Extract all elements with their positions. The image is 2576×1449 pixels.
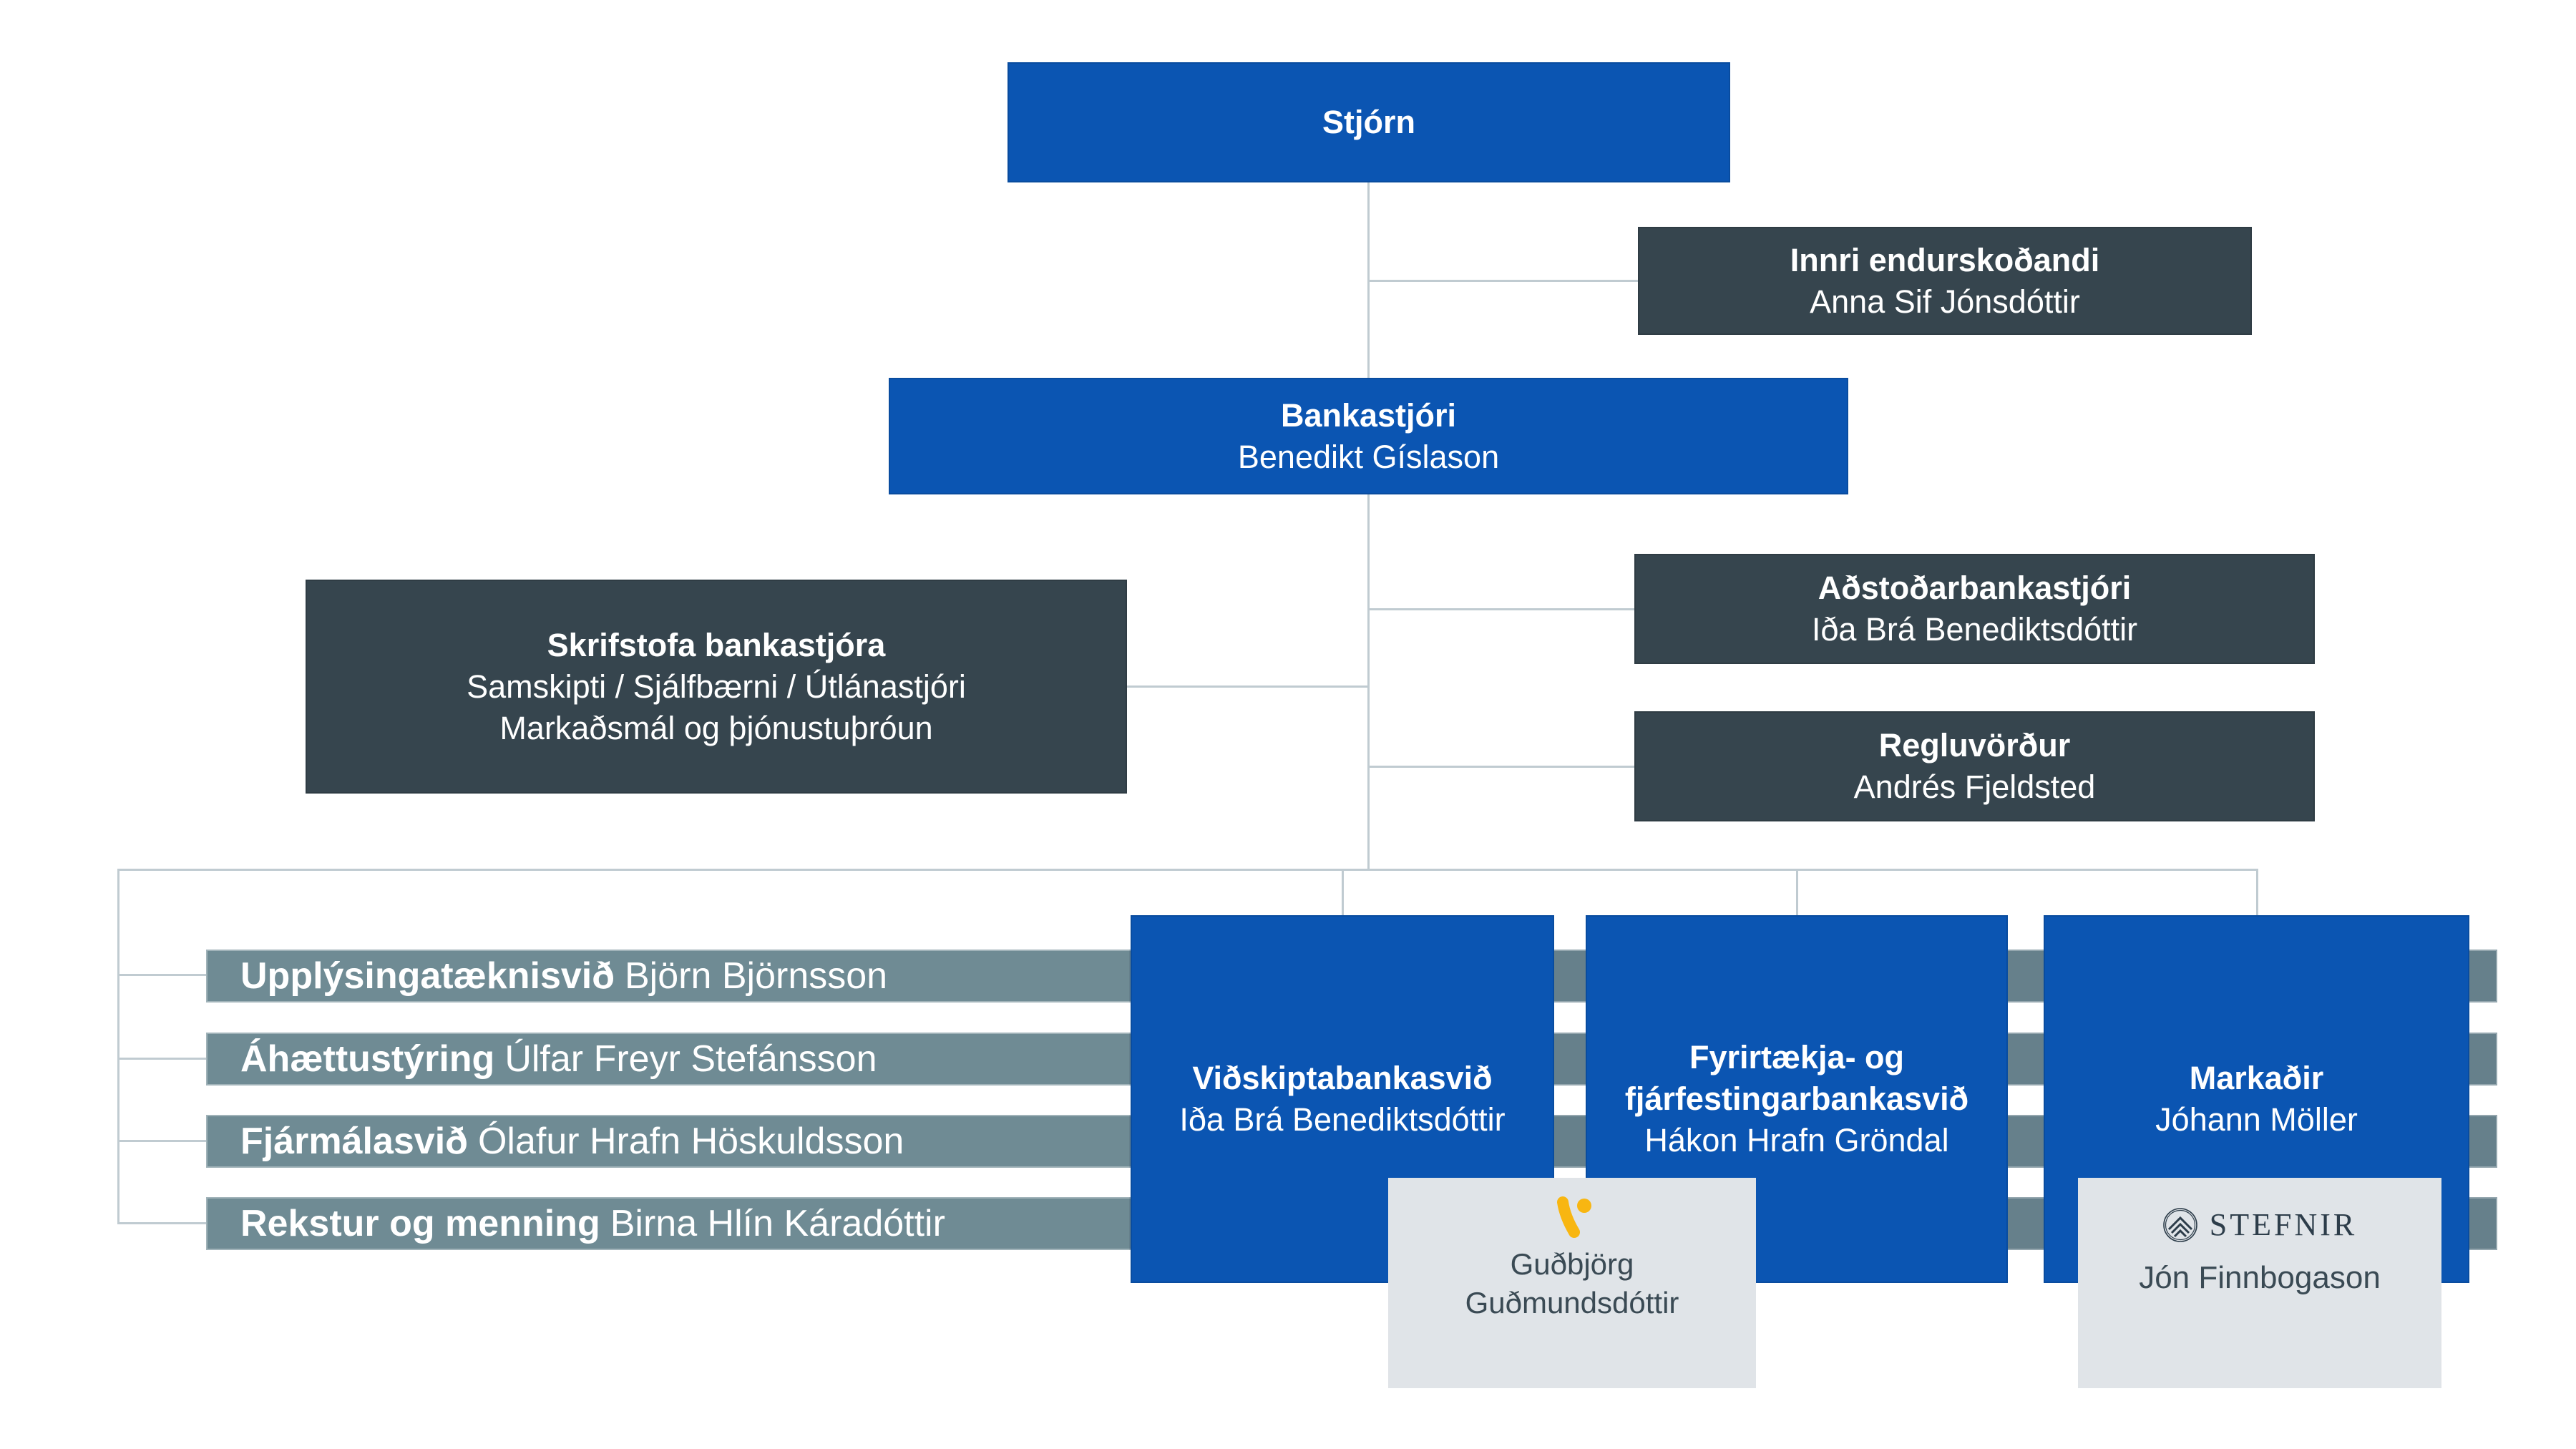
node-person: Hákon Hrafn Gröndal	[1644, 1122, 1949, 1158]
division-title: Upplýsingatæknisvið	[240, 955, 615, 997]
connector-board-to-ceo	[1367, 182, 1370, 869]
connector-compliance-officer	[1367, 766, 1636, 768]
support-division-bar-it: Upplýsingatæknisvið Björn Björnsson	[206, 950, 1129, 1002]
subsidiary-person-line2: Guðmundsdóttir	[1465, 1286, 1679, 1319]
node-compliance-officer: Regluvörður Andrés Fjeldsted	[1634, 711, 2315, 821]
connector-drop-retail	[1342, 869, 1344, 916]
node-title: Markaðir	[2189, 1060, 2324, 1096]
stefnir-logo: STEFNIR	[2162, 1206, 2357, 1243]
connector-deputy-ceo	[1367, 608, 1636, 610]
node-subtitle-2: Markaðsmál og þjónustuþróun	[499, 709, 933, 746]
node-title: Skrifstofa bankastjóra	[547, 626, 886, 663]
node-board: Stjórn	[1008, 62, 1730, 182]
division-head: Ólafur Hrafn Höskuldsson	[477, 1121, 904, 1162]
stefnir-emblem-icon	[2162, 1207, 2197, 1242]
division-head: Úlfar Freyr Stefánsson	[504, 1038, 877, 1080]
node-ceo-office: Skrifstofa bankastjóra Samskipti / Sjálf…	[306, 580, 1127, 794]
node-title: Viðskiptabankasvið	[1192, 1060, 1493, 1096]
connector-support-stub-3	[117, 1140, 208, 1142]
node-title: Regluvörður	[1878, 727, 2071, 763]
vordur-logo-icon	[1557, 1196, 1591, 1238]
node-retail-banking: Viðskiptabankasvið Iða Brá Benediktsdótt…	[1131, 915, 1554, 1283]
division-title: Áhættustýring	[240, 1038, 495, 1080]
stefnir-wordmark: STEFNIR	[2209, 1207, 2358, 1242]
subsidiary-person-line1: Guðbjörg	[1510, 1247, 1634, 1281]
node-title: Stjórn	[1322, 104, 1415, 140]
node-internal-auditor: Innri endurskoðandi Anna Sif Jónsdóttir	[1638, 227, 2252, 335]
connector-internal-auditor	[1367, 280, 1639, 282]
node-person: Andrés Fjeldsted	[1853, 769, 2096, 805]
node-title: Aðstoðarbankastjóri	[1818, 570, 2132, 606]
connector-support-stub-4	[117, 1222, 208, 1224]
node-person: Anna Sif Jónsdóttir	[1810, 283, 2080, 320]
node-person: Jóhann Möller	[2155, 1101, 2358, 1138]
connector-ceo-office	[1126, 686, 1369, 688]
node-subsidiary-stefnir: STEFNIR Jón Finnbogason	[2078, 1178, 2441, 1388]
connector-drop-markets	[2256, 869, 2258, 916]
connector-support-vertical	[117, 869, 119, 1224]
subsidiary-person: Jón Finnbogason	[2139, 1260, 2381, 1295]
connector-divisions-horizontal	[117, 869, 2258, 871]
node-deputy-ceo: Aðstoðarbankastjóri Iða Brá Benediktsdót…	[1634, 554, 2315, 664]
node-ceo: Bankastjóri Benedikt Gíslason	[889, 378, 1848, 494]
node-subtitle-1: Samskipti / Sjálfbærni / Útlánastjóri	[467, 668, 966, 705]
support-division-bar-operations: Rekstur og menning Birna Hlín Káradóttir	[206, 1197, 1129, 1250]
connector-support-stub-1	[117, 974, 208, 976]
division-head: Björn Björnsson	[625, 955, 888, 997]
node-title: Bankastjóri	[1280, 396, 1457, 434]
node-person: Iða Brá Benediktsdóttir	[1179, 1101, 1506, 1138]
support-division-bar-finance: Fjármálasvið Ólafur Hrafn Höskuldsson	[206, 1115, 1129, 1168]
division-title: Rekstur og menning	[240, 1203, 600, 1244]
connector-support-stub-2	[117, 1058, 208, 1060]
node-person: Benedikt Gíslason	[1237, 438, 1500, 475]
node-person: Iða Brá Benediktsdóttir	[1811, 611, 2138, 648]
node-subsidiary-vordur: Guðbjörg Guðmundsdóttir	[1388, 1178, 1756, 1388]
support-division-bar-risk: Áhættustýring Úlfar Freyr Stefánsson	[206, 1033, 1129, 1085]
division-title: Fjármálasvið	[240, 1121, 468, 1162]
division-head: Birna Hlín Káradóttir	[610, 1203, 945, 1244]
connector-drop-corporate	[1796, 869, 1798, 916]
node-title: Innri endurskoðandi	[1790, 241, 2100, 278]
node-title: Fyrirtækja- og fjárfestingarbankasvið	[1624, 1039, 1969, 1117]
